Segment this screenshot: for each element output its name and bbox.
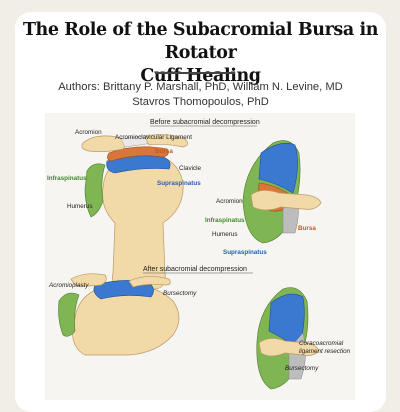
after-label-acromioplasty: Acromioplasty [48,282,89,289]
title-line-2: Cuff Healing [140,66,261,86]
after-label-bursectomy: Bursectomy [163,290,197,297]
label-supraspinatus: Supraspinatus [157,180,201,187]
side-label-humerus: Humerus [212,231,238,238]
anatomy-illustration: Before subacromial decompression Acromio… [47,119,351,390]
side-label-supraspinatus: Supraspinatus [223,249,267,256]
before-heading: Before subacromial decompression [150,119,260,126]
bursa-shape [107,146,169,162]
authors-line-2: Stavros Thomopoulos, PhD [132,96,269,108]
infraspinatus-shape [84,163,106,218]
label-clavicle: Clavicle [179,165,202,172]
anatomy-figure: Before subacromial decompression Acromio… [45,113,355,400]
side-label-bursa: Bursa [298,225,316,232]
side-label-acromion: Acromion [216,198,243,205]
label-ac-ligament: Acromioclavicular Ligament [115,134,192,141]
before-anatomy [81,134,188,290]
after-clavicle-shape [128,276,171,288]
title-line-1: The Role of the Subacromial Bursa in Rot… [22,20,379,63]
clavicle-shape [144,134,188,148]
after-heading: After subacromial decompression [143,266,247,273]
authors-line-1: Authors: Brittany P. Marshall, PhD, Will… [58,81,343,93]
side-label-infraspinatus: Infraspinatus [205,217,245,224]
side-anatomy [242,140,322,244]
poster-title: The Role of the Subacromial Bursa in Rot… [15,19,386,88]
authors-block: Authors: Brittany P. Marshall, PhD, Will… [15,80,386,110]
after-label-cal-resection-1: Coracoacromial [299,340,344,347]
label-acromion: Acromion [75,129,102,136]
acromion-shape [81,135,127,153]
after-anatomy [58,273,180,356]
after-side-anatomy [256,287,320,390]
after-side-acromion-shape [258,338,320,357]
title-divider [155,72,235,74]
after-label-cal-resection-2: ligament resection [299,348,351,355]
after-side-supraspinatus-shape [268,293,305,350]
side-acromion-shape [250,190,322,211]
after-label-bursectomy-2: Bursectomy [285,365,319,372]
label-humerus: Humerus [67,203,93,210]
after-infraspinatus-shape [58,292,80,337]
label-infraspinatus: Infraspinatus [47,175,87,182]
label-bursa: Bursa [155,148,173,155]
after-acromion-shape [70,273,107,287]
side-supraspinatus-shape [258,142,298,194]
